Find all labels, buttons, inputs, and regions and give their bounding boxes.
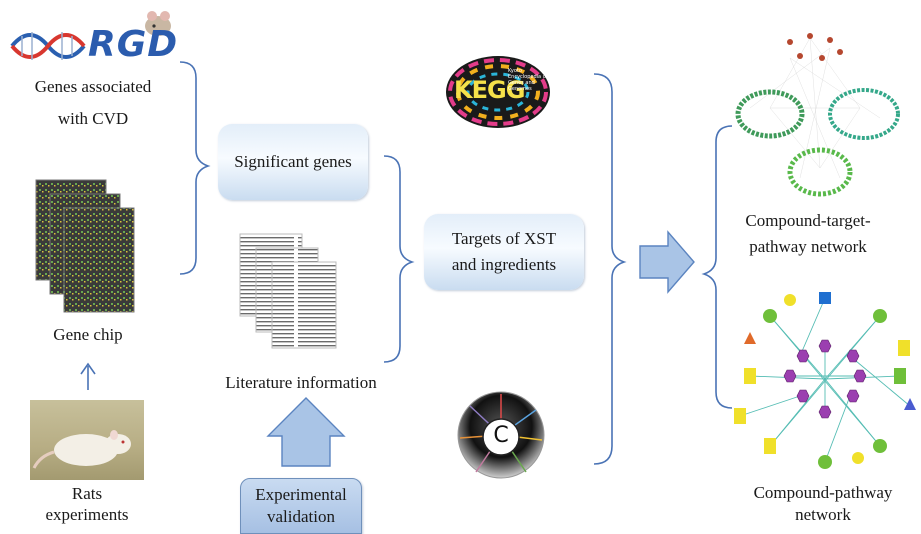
gene-chip-label: Gene chip xyxy=(53,325,123,344)
cp-network-label: Compound-pathway network xyxy=(728,482,918,526)
significant-genes-box: Significant genes xyxy=(218,124,368,200)
cp-line2: network xyxy=(795,505,851,524)
kegg-caption-text: Kyoto Encyclopedia of Genes and Genomes xyxy=(508,68,548,92)
rats-experiments-label: Rats experiments xyxy=(14,483,160,525)
arrow-rats-to-chip xyxy=(80,362,96,390)
rats-line1: Rats xyxy=(71,484,103,503)
rat-icon xyxy=(32,430,131,469)
literature-pages-image xyxy=(238,232,350,352)
compound-logo-letter: C xyxy=(493,423,509,448)
gene-chip-image xyxy=(32,176,142,316)
compound-pathway-network-image xyxy=(730,286,920,472)
kegg-egg-icon xyxy=(446,56,550,128)
arrow-to-networks xyxy=(639,230,695,294)
compound-wheel-icon xyxy=(457,391,545,479)
rats-line2: experiments xyxy=(45,505,129,524)
ctp-line2: pathway network xyxy=(749,237,867,256)
pathway-network-icon xyxy=(734,292,916,469)
genes-cvd-line1: Genes associated xyxy=(34,77,152,96)
bracket-network-input xyxy=(593,73,627,465)
bracket-networks-output xyxy=(701,125,733,409)
cp-line1: Compound-pathway xyxy=(753,483,893,502)
bracket-targets-input xyxy=(383,155,415,363)
genes-cvd-line2: with CVD xyxy=(57,109,129,128)
rgd-logo-text: RGD xyxy=(88,24,179,65)
targets-line2: and ingredients xyxy=(451,255,557,274)
compound-target-pathway-network-image xyxy=(730,18,910,202)
compound-db-logo: C xyxy=(456,390,546,480)
exp-line1: Experimental xyxy=(255,485,347,504)
kegg-logo-text: KEGG xyxy=(454,76,525,104)
bracket-genes xyxy=(179,61,211,275)
literature-label: Literature information xyxy=(225,373,377,392)
exp-line2: validation xyxy=(267,507,335,526)
rgd-logo: RGD xyxy=(8,6,183,68)
document-stack-icon xyxy=(239,233,337,349)
ctp-network-label: Compound-target- pathway network xyxy=(718,208,898,260)
microarray-icon xyxy=(35,179,135,313)
targets-box: Targets of XST and ingredients xyxy=(424,214,584,290)
network-graph-icon xyxy=(735,33,900,197)
targets-line1: Targets of XST xyxy=(451,229,557,248)
rat-photo xyxy=(30,400,144,480)
significant-genes-text: Significant genes xyxy=(234,152,352,171)
ctp-line1: Compound-target- xyxy=(745,211,871,230)
arrow-validation-to-literature xyxy=(266,397,346,467)
dna-helix-icon xyxy=(10,11,171,60)
experimental-validation-box: Experimental validation xyxy=(240,478,362,534)
genes-cvd-label: Genes associated with CVD xyxy=(8,74,178,131)
kegg-logo: KEGG Kyoto Encyclopedia of Genes and Gen… xyxy=(444,54,552,130)
